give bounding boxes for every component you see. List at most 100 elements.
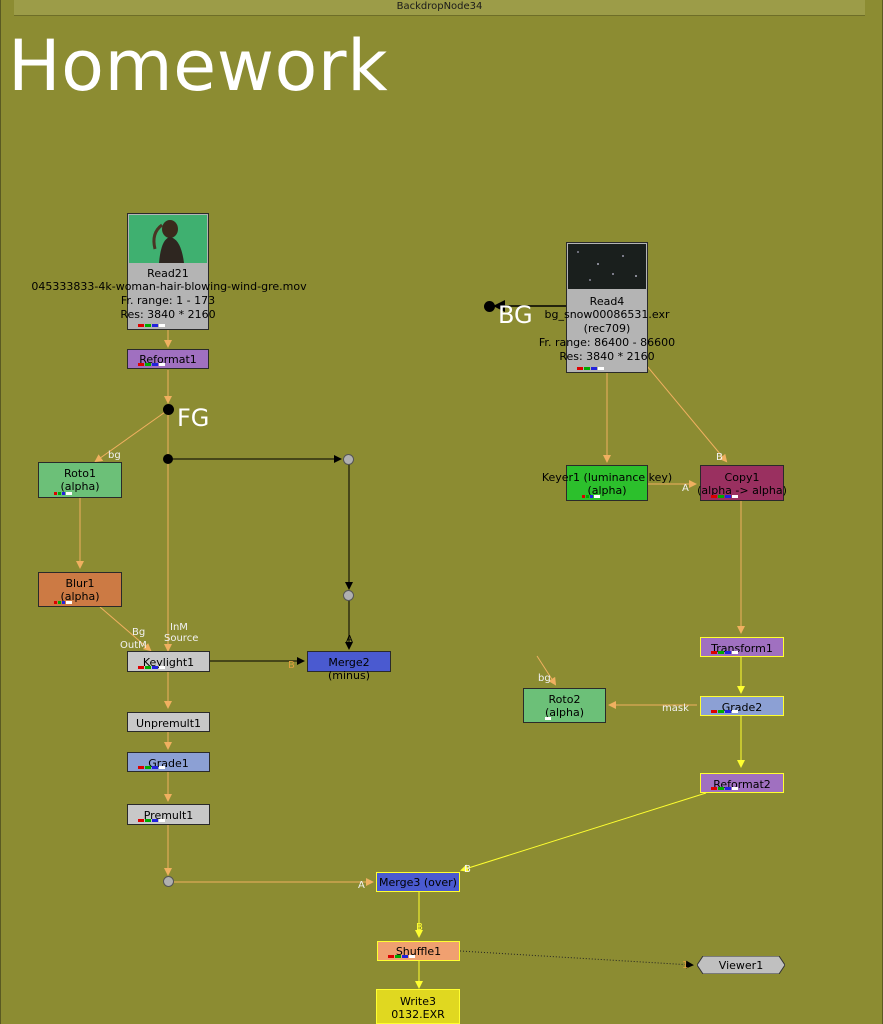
grade2-node[interactable]: Grade2 (700, 696, 784, 716)
keyer1-node[interactable]: Keyer1 (luminance key) (alpha) (542, 465, 672, 501)
shuffle1-label: Shuffle1 (395, 945, 442, 958)
transform1-channels (704, 651, 746, 654)
copy1-sub: (alpha -> alpha) (697, 484, 787, 497)
dot3[interactable] (343, 454, 354, 465)
wire-read4-copy1 (646, 365, 728, 463)
merge3-a-input-label: A (358, 880, 365, 891)
reformat2-node[interactable]: Reformat2 (700, 773, 784, 793)
keylight-outm-input-label: OutM (120, 640, 147, 651)
viewer-shape-icon (697, 956, 785, 974)
read21-thumbnail (129, 215, 207, 263)
roto2-node[interactable]: Roto2 (alpha) (523, 688, 606, 723)
roto1-sub: (alpha) (60, 480, 100, 493)
merge2-node[interactable]: Merge2 (minus) (307, 651, 391, 682)
blur1-label: Blur1 (65, 577, 95, 590)
wire-fg-roto1 (94, 409, 169, 463)
keylight-inm-input-label: InM (170, 622, 188, 633)
premult1-channels (131, 819, 173, 822)
grade2-label: Grade2 (721, 701, 763, 714)
shuffle1-channels (381, 955, 423, 958)
fg-split-dot[interactable] (163, 454, 173, 464)
shuffle1-node[interactable]: Shuffle1 (377, 941, 460, 961)
dot4[interactable] (343, 590, 354, 601)
grade1-label: Grade1 (148, 757, 189, 770)
merge2-label: Merge2 (minus) (327, 656, 371, 682)
grade1-node[interactable]: Grade1 (127, 752, 210, 772)
viewer1-input-label: 1 (682, 960, 689, 971)
merge2-a-input-label: A (346, 634, 353, 645)
keylight-bg-input-label: Bg (132, 627, 146, 638)
read4-label: Read4 (589, 295, 625, 308)
keyer1-sub: (alpha) (587, 484, 627, 497)
keyer1-label: Keyer1 (luminance key) (541, 471, 673, 484)
reformat2-channels (704, 787, 746, 790)
blur1-sub: (alpha) (60, 590, 100, 603)
premult1-node[interactable]: Premult1 (127, 804, 210, 825)
viewer1-node[interactable]: Viewer1 (697, 956, 785, 974)
keylight1-label: Keylight1 (142, 656, 195, 669)
fg-dot[interactable] (163, 404, 174, 415)
read21-channels (131, 324, 173, 327)
backdrop-label: Homework (8, 25, 389, 107)
roto2-label: Roto2 (548, 693, 581, 706)
read21-label: Read21 (147, 267, 189, 280)
grade2-mask-input-label: mask (662, 703, 689, 714)
read4-res: Res: 3840 * 2160 (559, 350, 655, 363)
blur1-channels (42, 601, 84, 604)
dot5[interactable] (163, 876, 174, 887)
woman-image-icon (152, 220, 184, 263)
keylight1-channels (131, 666, 173, 669)
copy1-channels (704, 495, 746, 498)
grade1-channels (131, 766, 173, 769)
roto2-sub: (alpha) (544, 706, 585, 719)
copy1-b-input-label: B (716, 452, 723, 463)
grade2-channels (704, 710, 746, 713)
merge3-node[interactable]: Merge3 (over) (376, 872, 460, 892)
write3-node[interactable]: Write3 0132.EXR (376, 989, 460, 1024)
read21-frame-range: Fr. range: 1 - 173 (120, 294, 216, 307)
keylight1-node[interactable]: Keylight1 (127, 651, 210, 672)
read21-file: 045333833-4k-woman-hair-blowing-wind-gre… (31, 280, 307, 293)
read4-thumbnail (568, 244, 646, 289)
shuffle1-b-input-label: B (416, 922, 423, 933)
copy1-label: Copy1 (724, 471, 760, 484)
premult1-label: Premult1 (143, 809, 194, 822)
wire-blur1-keylight (99, 606, 152, 652)
write3-sub: 0132.EXR (391, 1008, 445, 1021)
fg-label: FG (177, 404, 210, 432)
snow-image-icon (577, 251, 637, 281)
keyer1-channels (570, 495, 612, 498)
reformat1-node[interactable]: Reformat1 (127, 349, 209, 369)
transform1-node[interactable]: Transform1 (700, 637, 784, 657)
wire-roto2-bg-input (536, 655, 557, 686)
read21-node[interactable]: Read21 (127, 213, 209, 330)
merge3-b-input-label: B (464, 864, 471, 875)
read4-node[interactable]: Read4 (566, 242, 648, 373)
merge3-label: Merge3 (over) (379, 876, 457, 889)
copy1-node[interactable]: Copy1 (alpha -> alpha) (697, 465, 787, 501)
merge2-b-input-label: B (288, 660, 295, 671)
unpremult1-label: Unpremult1 (135, 717, 202, 730)
read4-colorspace: (rec709) (583, 322, 631, 335)
write3-label: Write3 (399, 995, 437, 1008)
read21-res: Res: 3840 * 2160 (120, 308, 216, 321)
unpremult1-node[interactable]: Unpremult1 (127, 712, 210, 732)
bg-dot[interactable] (484, 301, 495, 312)
keylight-source-input-label: Source (164, 633, 199, 644)
backdrop-left-edge (0, 0, 1, 1024)
roto2-channels (527, 717, 569, 720)
bg-label: BG (498, 301, 533, 329)
roto1-channels (42, 492, 84, 495)
roto1-node[interactable]: Roto1 (alpha) (38, 462, 122, 498)
copy1-a-input-label: A (682, 483, 689, 494)
read4-channels (570, 367, 612, 370)
wire-shuffle1-viewer1 (459, 950, 694, 969)
viewer1-label: Viewer1 (718, 959, 764, 972)
backdrop-title-bar[interactable]: BackdropNode34 (14, 0, 865, 16)
blur1-node[interactable]: Blur1 (alpha) (38, 572, 122, 607)
reformat1-label: Reformat1 (139, 353, 197, 366)
reformat1-channels (131, 363, 173, 366)
read4-file: bg_snow00086531.exr (544, 308, 670, 321)
